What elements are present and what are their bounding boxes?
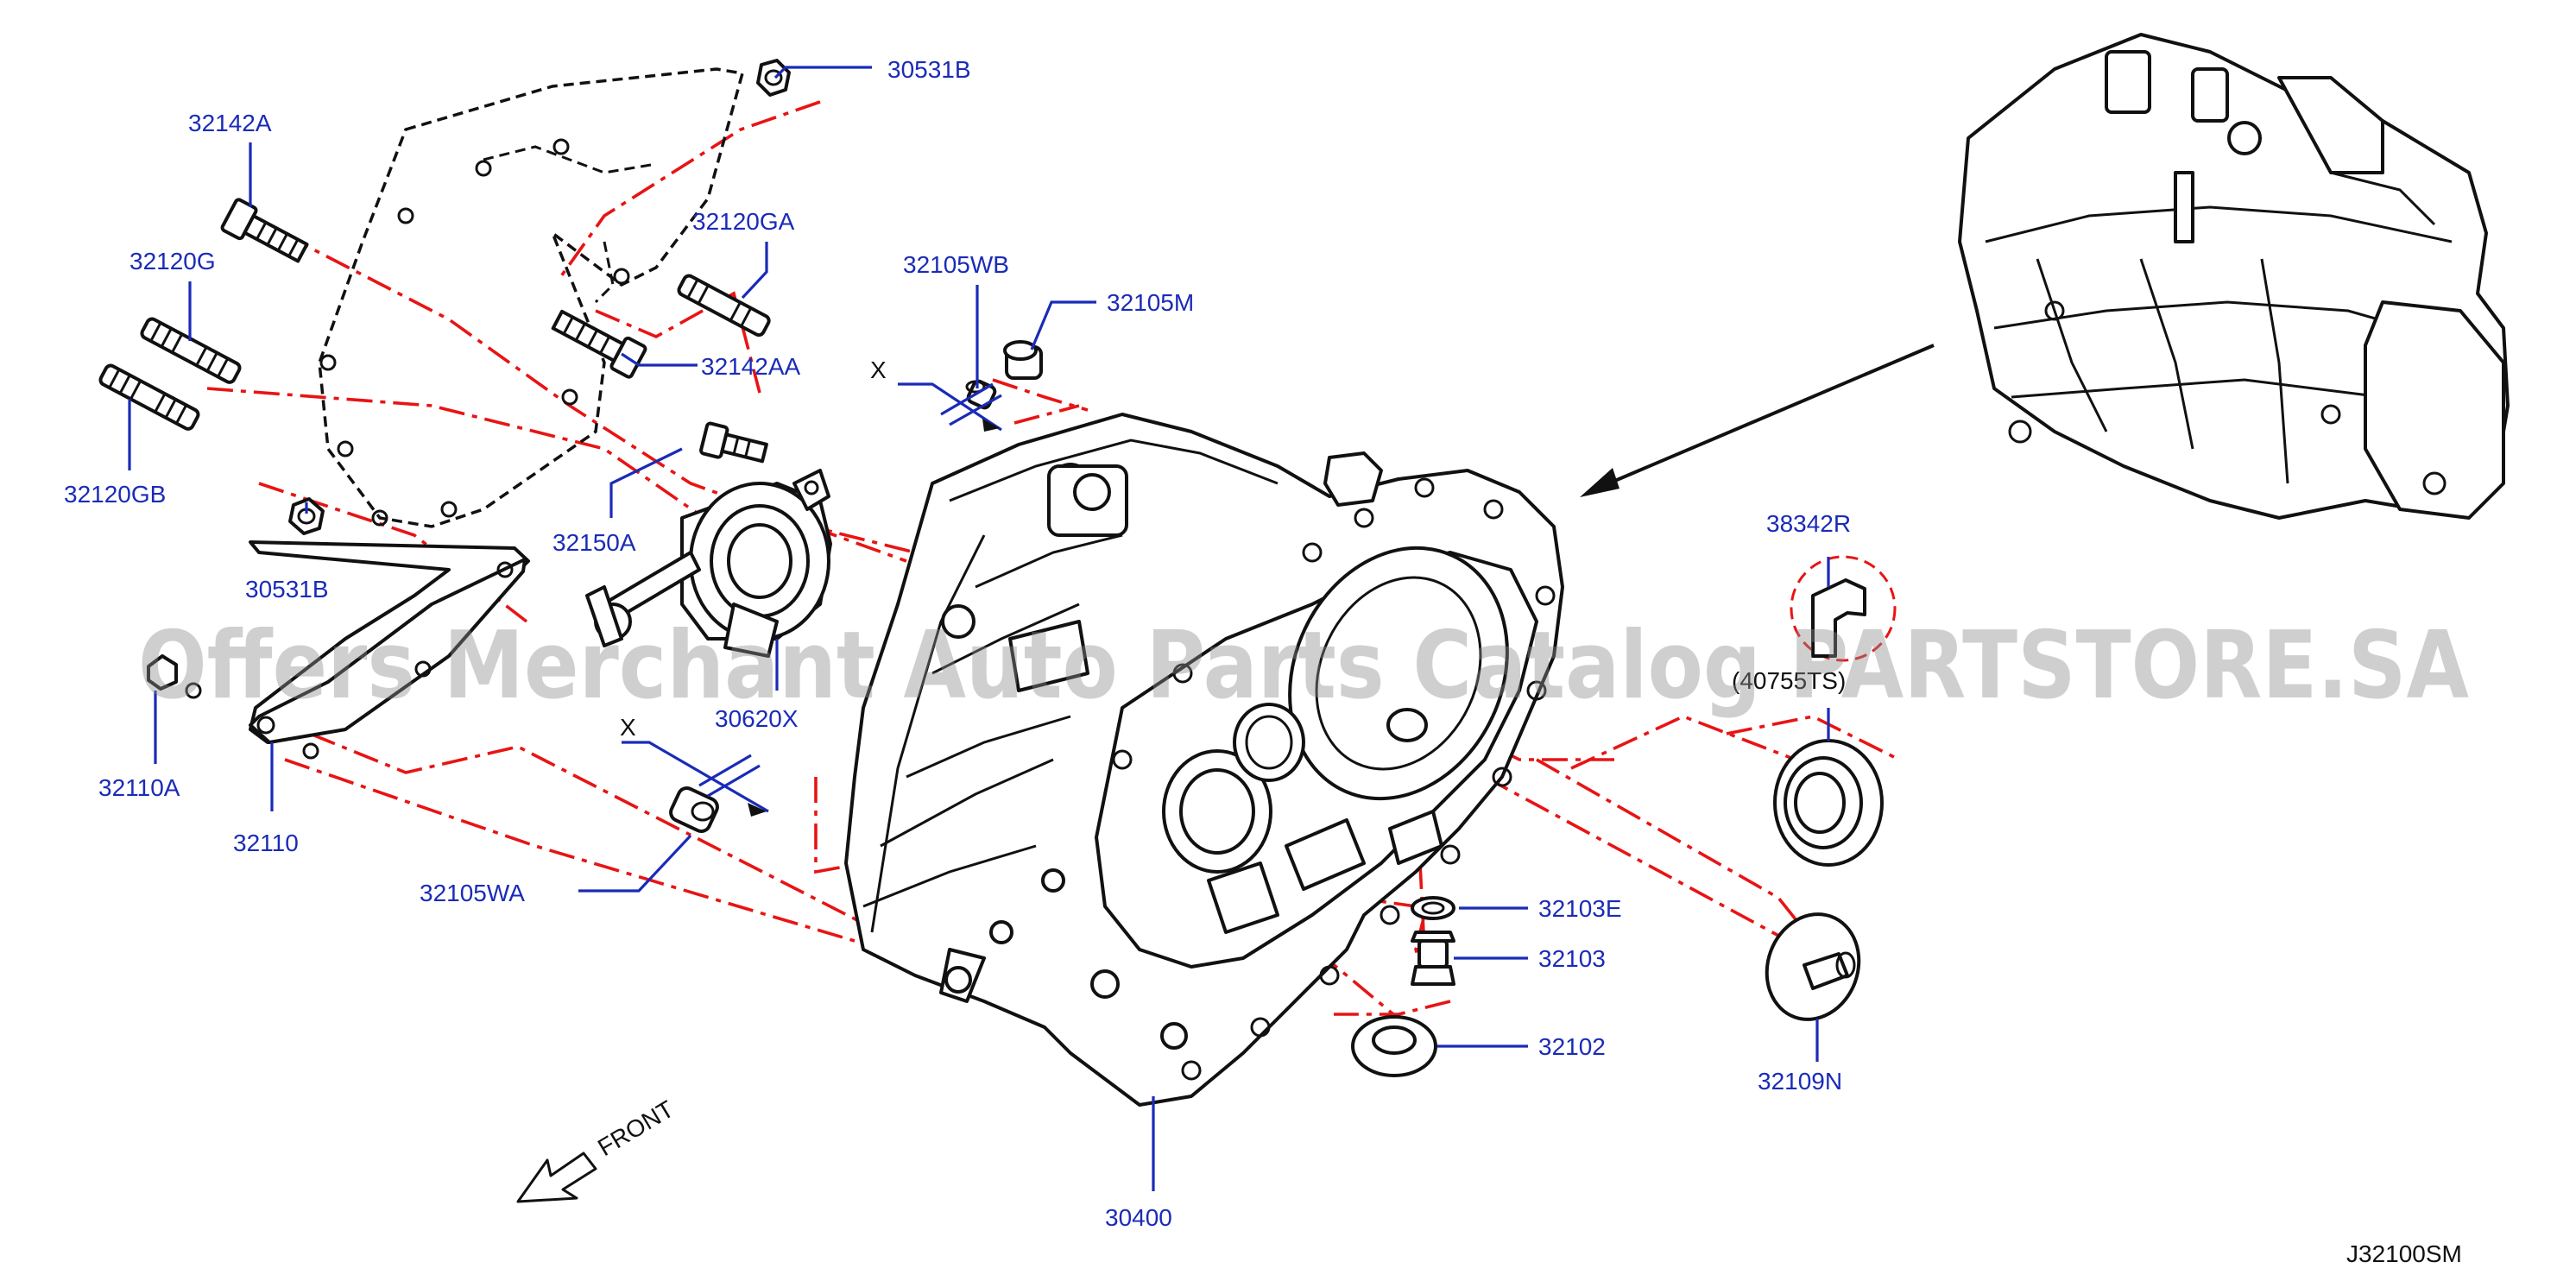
seal-detail-icon (1790, 555, 1897, 662)
callout-labels: 30531B 32142A 32120GA 32120G 32142AA 321… (64, 56, 1851, 1231)
callout-32105m: 32105M (1107, 289, 1194, 316)
cap-32109n-icon (1765, 912, 1861, 1021)
callout-32103e: 32103E (1538, 895, 1622, 922)
callout-32105wb: 32105WB (903, 251, 1009, 278)
oil-seal-32102-icon (1351, 1015, 1437, 1077)
bolt-32142aa-icon (551, 309, 647, 379)
assembly-pointer-arrow (1588, 344, 1935, 494)
callout-32120gb: 32120GB (64, 481, 166, 508)
washer-32103e-icon (1411, 896, 1455, 920)
callout-32110: 32110 (233, 830, 299, 856)
callout-40755: (40755TS) (1732, 667, 1846, 694)
watermark-text: Offers Merchant Auto Parts Catalog PARTS… (138, 612, 2469, 720)
bolt-32142a-icon (220, 198, 309, 263)
section-x-mark-lower: X (620, 714, 769, 817)
stud-32120gb-icon (98, 363, 200, 431)
stud-32120g-icon (140, 317, 242, 384)
callout-32103: 32103 (1538, 945, 1606, 972)
callout-30531b-bottom: 30531B (245, 576, 329, 603)
callout-32105wa: 32105WA (420, 880, 525, 906)
bracket-plate-32110 (249, 540, 530, 760)
clip-32110a-icon (147, 654, 202, 699)
section-x-mark-upper: X (870, 357, 1002, 432)
callout-32110a: 32110A (98, 774, 180, 801)
callout-32142a: 32142A (188, 110, 272, 136)
clutch-slave-cylinder-30620x (585, 469, 832, 658)
callout-30531b-top: 30531B (887, 56, 971, 83)
callout-32102: 32102 (1538, 1033, 1606, 1060)
transaxle-assembly-illustration (1958, 33, 2510, 520)
leader-lines (128, 66, 1830, 1191)
bearing-38342r-icon (1773, 739, 1884, 867)
callout-32150a: 32150A (552, 529, 636, 556)
drain-plug-32103-icon (1411, 931, 1455, 986)
dowel-32105m-icon (1003, 340, 1043, 380)
fasteners (98, 59, 1043, 833)
callout-30400: 30400 (1105, 1204, 1172, 1231)
rear-cover-plate (318, 67, 745, 528)
callout-32120g: 32120G (129, 248, 216, 274)
section-mark-label: X (620, 714, 636, 741)
stud-32120ga-icon (677, 274, 771, 338)
front-arrow-icon (516, 1152, 597, 1203)
nut-30531b-bottom-icon (288, 497, 325, 535)
callout-30620x: 30620X (715, 705, 799, 732)
section-mark-label: X (870, 357, 887, 383)
dowel-32105wa-icon (669, 786, 719, 833)
transmission-case-30400 (844, 413, 1564, 1107)
front-direction-indicator: FRONT (516, 1095, 679, 1203)
callout-32109n: 32109N (1758, 1068, 1842, 1095)
front-label: FRONT (593, 1095, 679, 1161)
nut-30531b-top-icon (756, 59, 791, 97)
callout-32120ga: 32120GA (692, 208, 795, 235)
callout-32142aa: 32142AA (701, 353, 801, 380)
bolt-32150a-icon (699, 421, 768, 464)
assembly-pointer-arrowhead (1580, 468, 1619, 497)
drawing-code: J32100SM (2346, 1240, 2462, 1267)
callout-38342r: 38342R (1766, 510, 1851, 537)
